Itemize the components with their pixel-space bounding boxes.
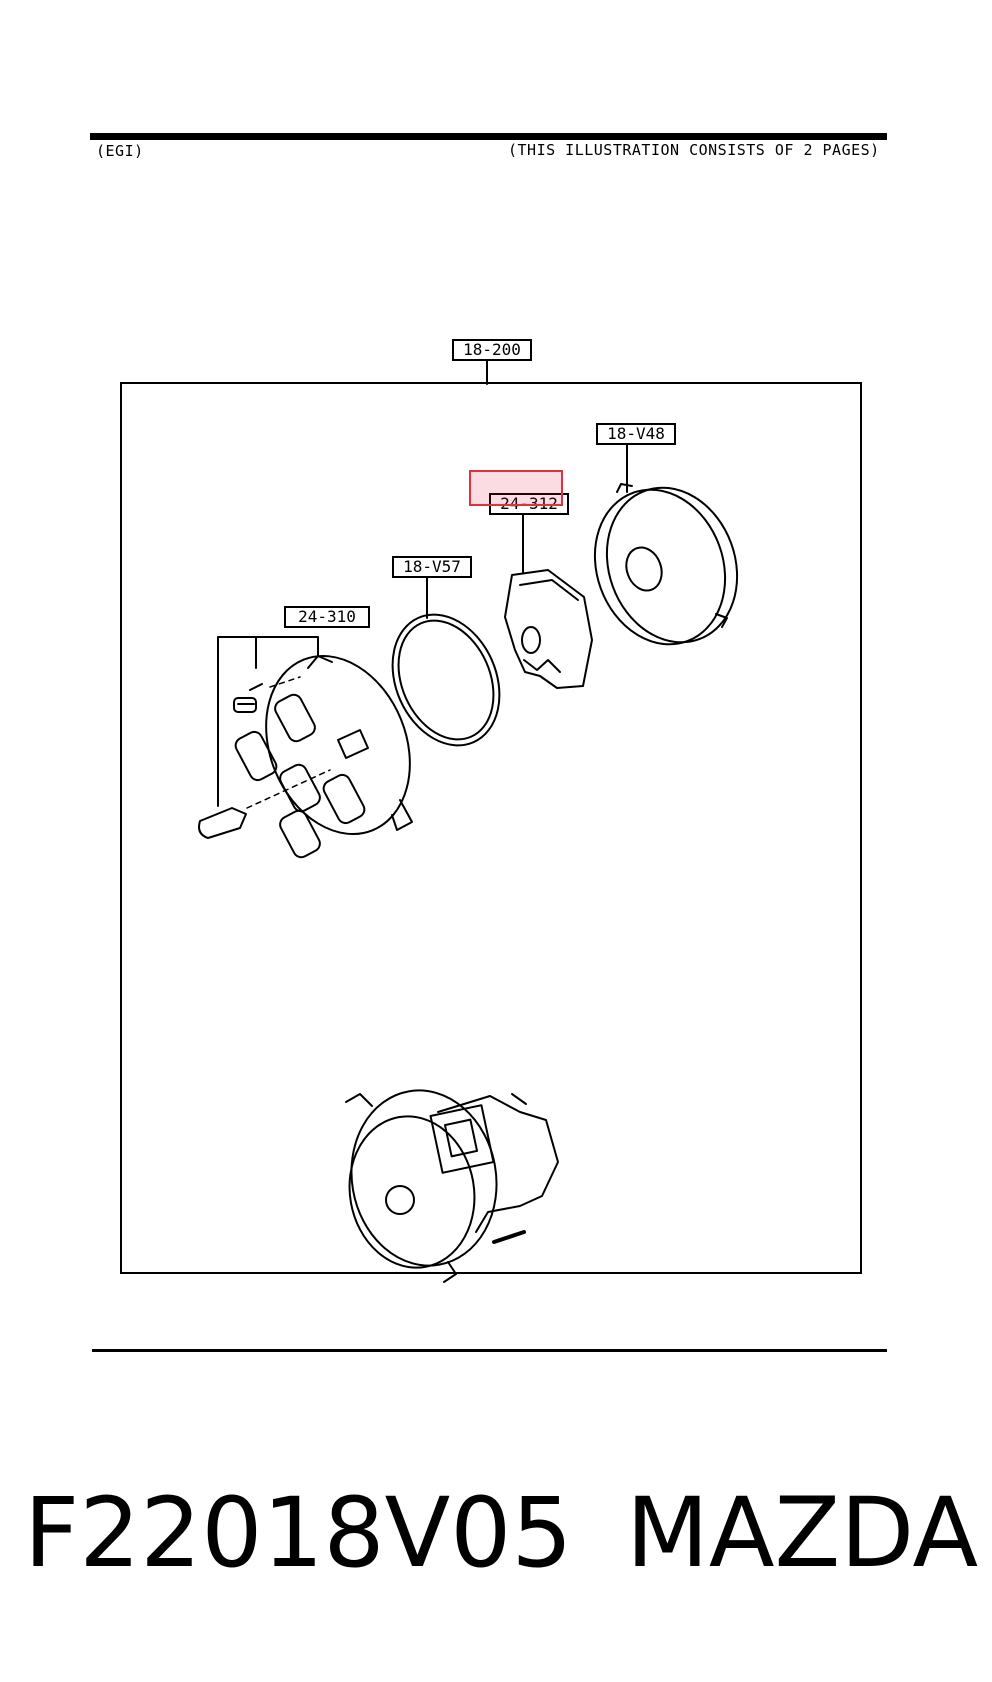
rotor-part xyxy=(504,569,593,689)
brand-name: MAZDA xyxy=(626,1477,979,1589)
callout-cap-seal: 18-V48 xyxy=(596,423,676,445)
highlight-box xyxy=(469,470,563,506)
screw-part xyxy=(233,683,263,713)
section-label: (EGI) xyxy=(96,142,144,160)
callout-assembly: 18-200 xyxy=(452,339,532,361)
distributor-body-part xyxy=(345,1089,559,1283)
callout-o-ring: 18-V57 xyxy=(392,556,472,578)
cap-cover-part xyxy=(593,483,739,646)
bottom-rule xyxy=(92,1349,887,1352)
dash-line-lower xyxy=(246,769,331,809)
leader-distributor-cap xyxy=(217,636,319,807)
o-ring-part xyxy=(391,613,501,747)
illustration-frame xyxy=(120,382,862,1274)
distributor-cap-part xyxy=(234,654,413,859)
part-number: F22018V05 xyxy=(24,1477,573,1589)
carbon-brush-part xyxy=(198,807,247,839)
top-rule xyxy=(90,133,887,140)
dash-line-upper xyxy=(269,676,301,688)
pages-note: (THIS ILLUSTRATION CONSISTS OF 2 PAGES) xyxy=(508,141,880,159)
callout-distributor-cap: 24-310 xyxy=(284,606,370,628)
